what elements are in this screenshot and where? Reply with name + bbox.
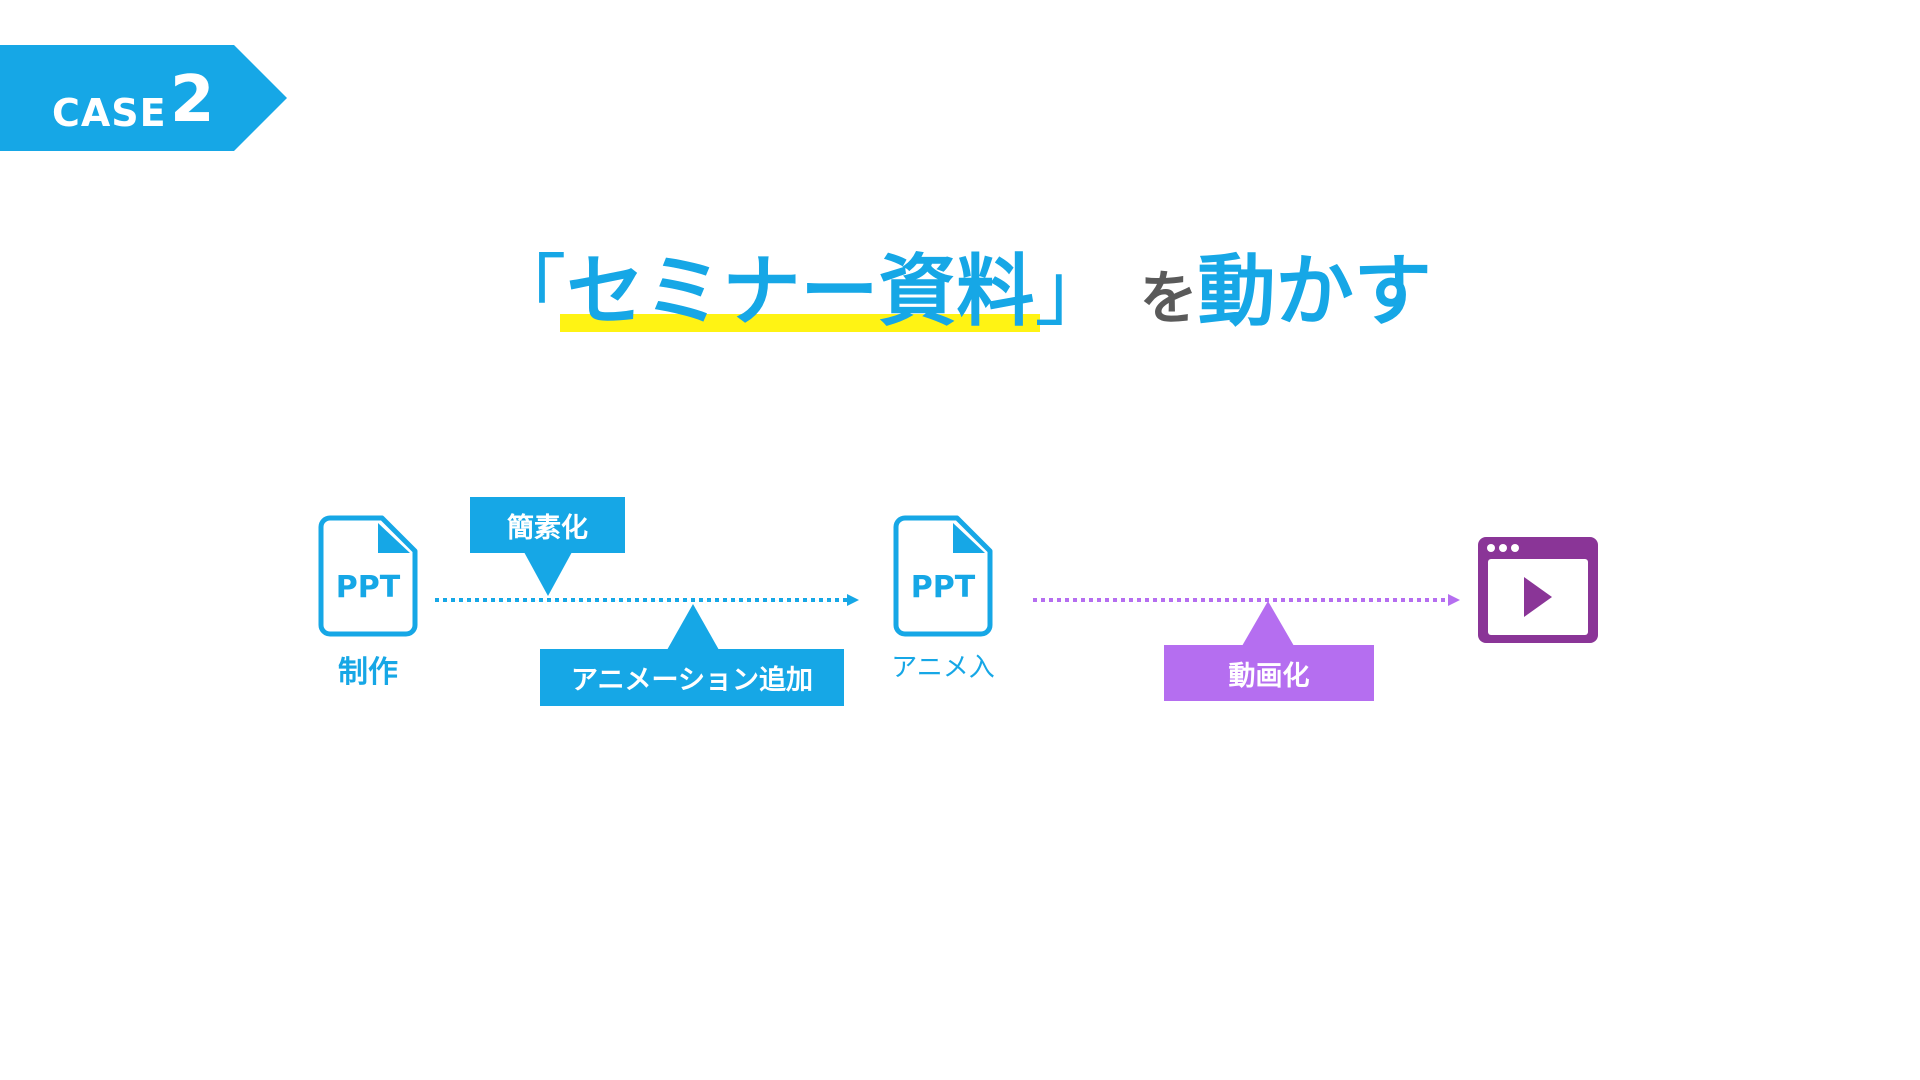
callout-animation-pointer [667, 604, 719, 650]
title-open-bracket: 「 [488, 247, 567, 337]
callout-animation: アニメーション追加 [540, 649, 844, 706]
case-label: CASE [52, 91, 167, 135]
title-highlight-text: セミナー資料 [566, 247, 1035, 337]
ppt-file-icon-1 [318, 515, 418, 637]
file1-badge: PPT [335, 570, 401, 605]
video-player-icon [1478, 537, 1598, 643]
case-tag: CASE 2 [0, 45, 287, 151]
arrow-1 [435, 594, 859, 606]
title-close-bracket: 」 [1034, 247, 1113, 337]
title-verb: 動かす [1197, 247, 1432, 337]
callout-video: 動画化 [1164, 645, 1374, 701]
arrow-2 [1033, 594, 1460, 606]
callout-simplify-pointer [524, 552, 572, 596]
case-number: 2 [170, 63, 215, 137]
title-highlight: セミナー資料 [560, 242, 1041, 342]
file1-label: 制作 [338, 655, 398, 690]
page-title: 「セミナー資料」 を動かす [0, 242, 1920, 348]
file2-badge: PPT [910, 570, 976, 605]
file2-label: アニメ入 [891, 653, 995, 683]
title-particle: を [1139, 264, 1198, 332]
callout-simplify: 簡素化 [470, 497, 625, 553]
ppt-file-icon-2 [893, 515, 993, 637]
callout-video-pointer [1242, 601, 1294, 646]
